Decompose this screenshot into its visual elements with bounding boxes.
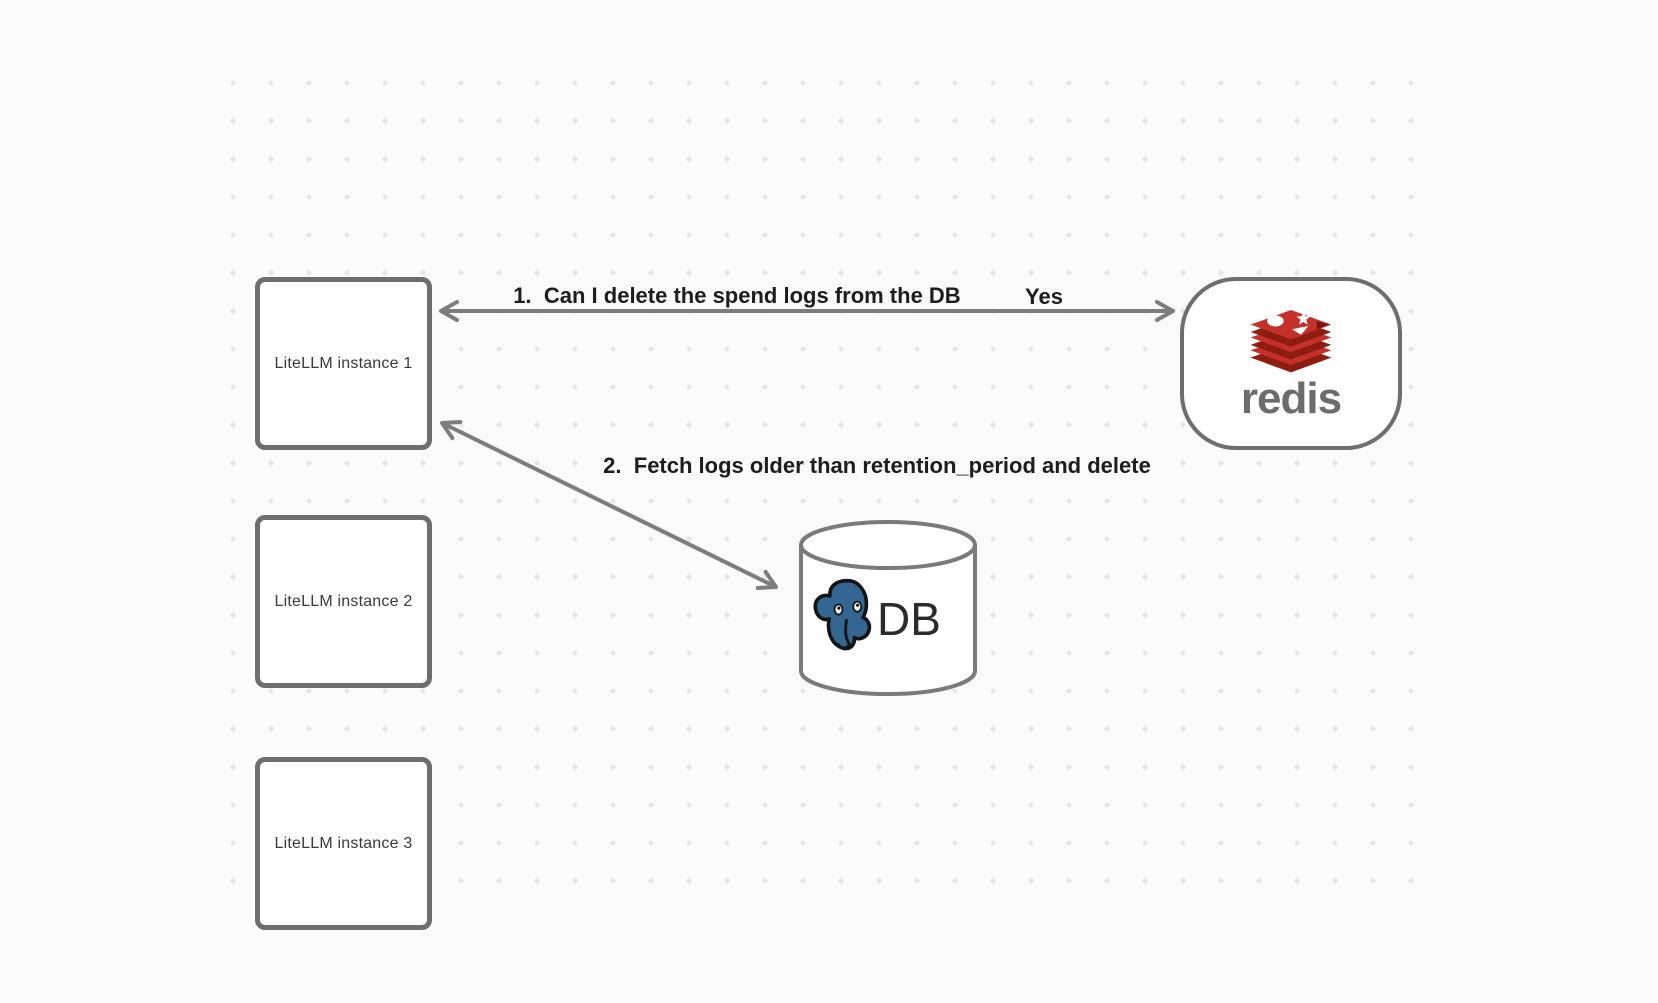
node-db-label: DB	[877, 592, 941, 645]
node-db[interactable]: DB	[797, 519, 979, 701]
postgresql-elephant-icon	[809, 577, 881, 660]
edge2-step-label[interactable]: 2. Fetch logs older than retention_perio…	[603, 453, 1151, 478]
redis-logo-icon	[1245, 310, 1337, 381]
node-litellm-instance-2[interactable]: LiteLLM instance 2	[255, 515, 432, 688]
arrow-litellm1-to-db[interactable]	[440, 419, 778, 591]
node-redis-wordmark: redis	[1240, 374, 1342, 423]
node-litellm-instance-1[interactable]: LiteLLM instance 1	[255, 277, 432, 450]
node-redis[interactable]: redis	[1180, 277, 1402, 450]
node-litellm-instance-3-label: LiteLLM instance 3	[274, 834, 413, 852]
edge1-step-label[interactable]: 1. Can I delete the spend logs from the …	[513, 283, 961, 308]
node-litellm-instance-2-label: LiteLLM instance 2	[274, 592, 413, 610]
node-litellm-instance-3[interactable]: LiteLLM instance 3	[255, 757, 432, 930]
node-litellm-instance-1-label: LiteLLM instance 1	[274, 354, 413, 372]
edge1-reply-label[interactable]: Yes	[1025, 284, 1063, 309]
